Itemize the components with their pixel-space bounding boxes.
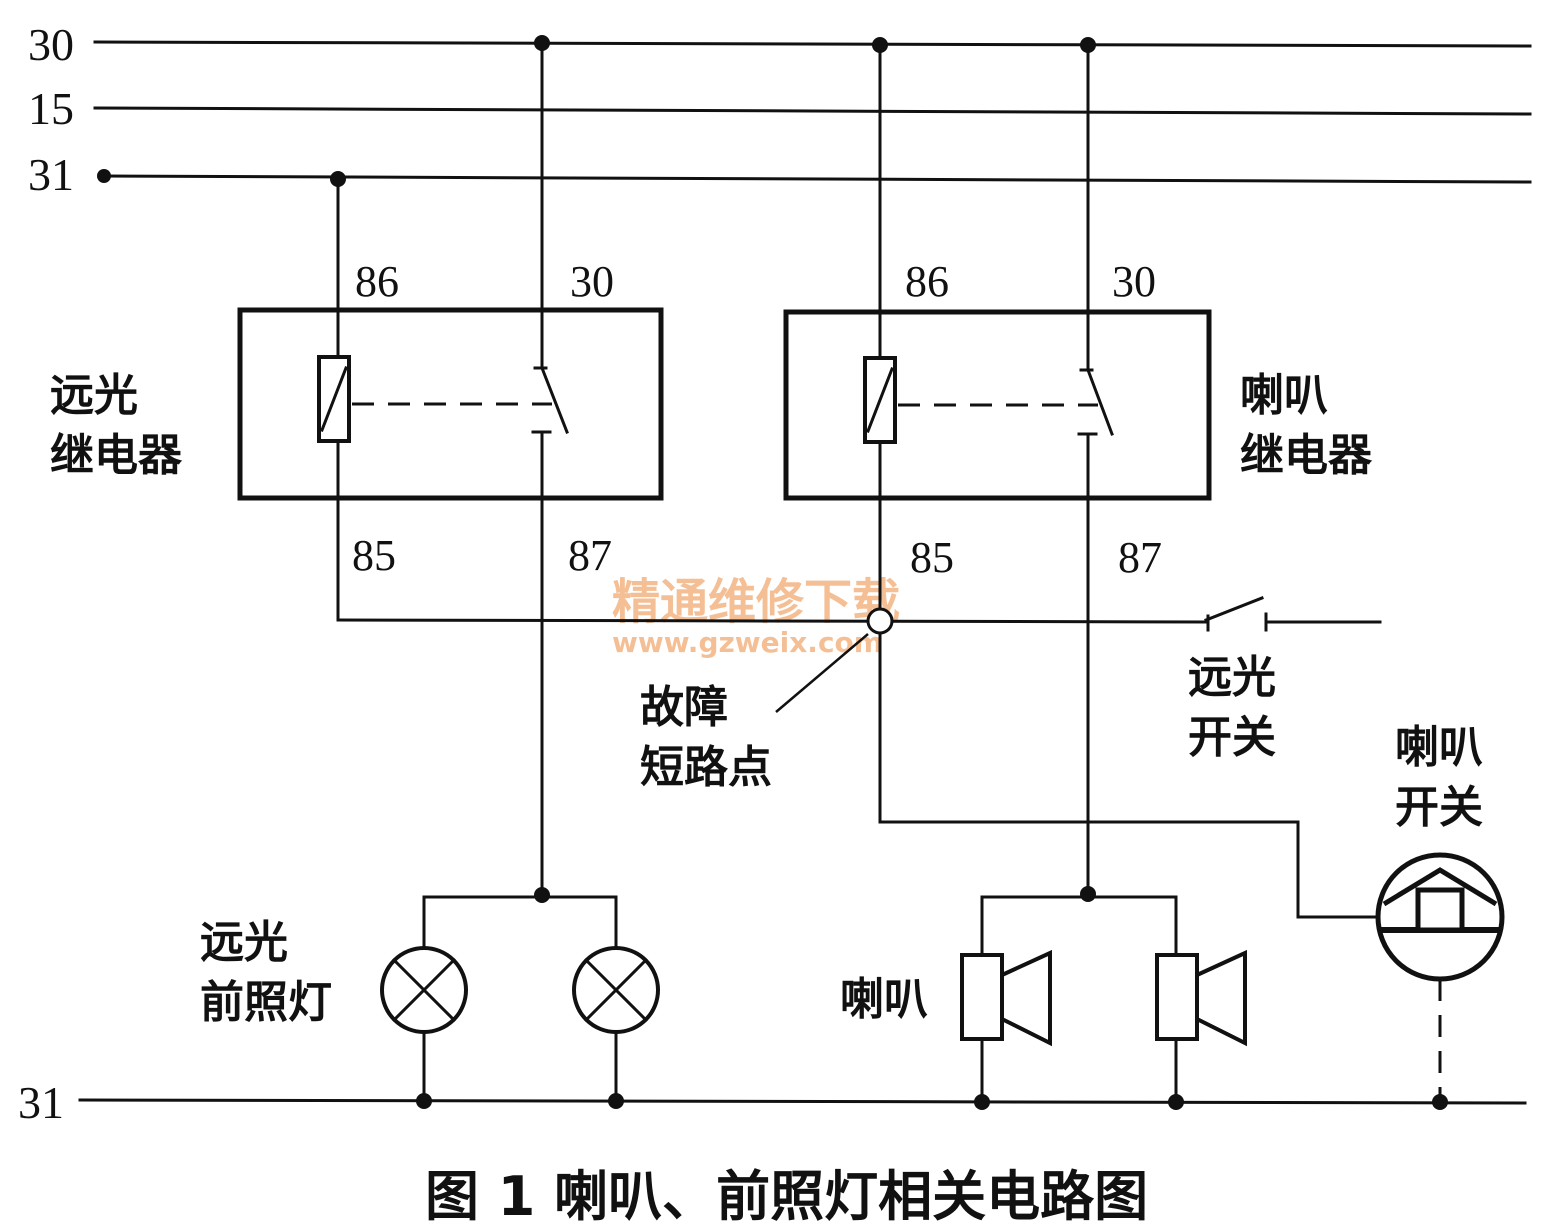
horn-left [960, 949, 1052, 1047]
hb-pin30-label: 30 [570, 257, 614, 306]
bus-15-wire [93, 106, 1532, 116]
horn-switch-button [1415, 887, 1465, 933]
horn-relay-label-line1: 喇叭 [1240, 370, 1328, 421]
horn-left-ground-dot [974, 1094, 990, 1110]
headlamp-label-line2: 前照灯 [200, 977, 332, 1028]
hb-relay-contact-blade [540, 366, 569, 434]
hb-relay-coil-slash [320, 366, 348, 432]
horn-relay-contact-blade [1086, 368, 1114, 436]
headlamp-right [572, 946, 660, 1034]
horn-relay-label-line2: 继电器 [1240, 430, 1373, 481]
horn-relay-box [783, 309, 1212, 501]
hb-relay-label-line1: 远光 [50, 370, 138, 421]
hb-pin87-label: 87 [568, 531, 612, 580]
fault-label-line1: 故障 [640, 682, 728, 733]
horn-pin85-label: 85 [910, 533, 954, 582]
figure-caption: 图 1 喇叭、前照灯相关电路图 [425, 1165, 1148, 1228]
hb-junction-30 [534, 35, 550, 51]
hb-switch-label-line2: 开关 [1188, 712, 1276, 763]
bus-30-wire [93, 40, 1532, 48]
high-beam-relay-box [237, 307, 664, 501]
horn-pin87-label: 87 [1118, 533, 1162, 582]
hb-pin86-label: 86 [355, 257, 399, 306]
horn-junction-30b [1080, 37, 1096, 53]
watermark-url: www.gzweix.com [612, 626, 883, 659]
horn-relay-coil-slash [866, 367, 894, 433]
horn-switch-label-line1: 喇叭 [1395, 722, 1483, 773]
headlamp-left-ground-dot [416, 1093, 432, 1109]
horn-right [1155, 949, 1247, 1047]
fault-leader-line [775, 633, 869, 713]
horn-switch-label-line2: 开关 [1395, 782, 1483, 833]
bus-31-bottom-wire [78, 1098, 1527, 1105]
headlamp-right-ground-dot [608, 1093, 624, 1109]
bus-31-bottom-label: 31 [18, 1077, 64, 1128]
hb-pin85-label: 85 [352, 531, 396, 580]
horn-pin30-label: 30 [1112, 257, 1156, 306]
headlamp-feed-wire [422, 895, 618, 950]
hb-switch-label-line1: 远光 [1188, 652, 1276, 703]
horn-junction [1080, 886, 1096, 902]
hb-switch-blade [1204, 596, 1264, 622]
fault-label-line2: 短路点 [640, 742, 772, 793]
headlamp-left [380, 946, 468, 1034]
hb-relay-label-line2: 继电器 [50, 430, 183, 481]
bus-15-label: 15 [28, 83, 74, 134]
horn-pin86-label: 86 [905, 257, 949, 306]
horn-junction-30a [872, 37, 888, 53]
bus-30-label: 30 [28, 19, 74, 70]
horn-feed-wire [980, 895, 1178, 957]
bus-31-top-wire [103, 174, 1532, 184]
horn-right-ground-dot [1168, 1094, 1184, 1110]
bus-31-top-label: 31 [28, 149, 74, 200]
pin85-common-wire [336, 618, 1210, 624]
horn-label: 喇叭 [840, 974, 928, 1025]
ground-terminal-dot [97, 169, 111, 183]
headlamp-junction [534, 887, 550, 903]
fault-short-point [866, 607, 894, 635]
horn-switch-roof [1382, 867, 1498, 907]
headlamp-label-line1: 远光 [200, 917, 288, 968]
hb-junction-31 [330, 171, 346, 187]
horn-switch-ground-dot [1432, 1094, 1448, 1110]
